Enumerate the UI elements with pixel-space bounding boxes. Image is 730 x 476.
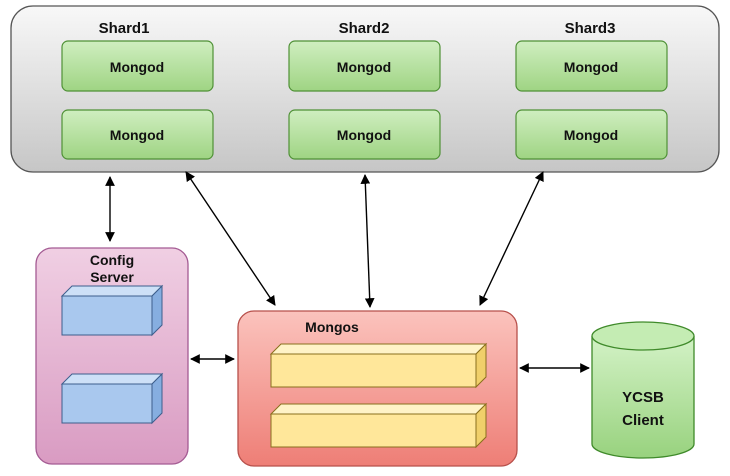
shard-2-label: Shard2 [339, 20, 390, 37]
mongos-router: Mongos [237, 310, 518, 467]
config-data-block [60, 284, 164, 337]
mongod-node: Mongod [61, 40, 214, 92]
mongod-node: Mongod [61, 109, 214, 160]
mongod-label: Mongod [564, 59, 618, 75]
mongos-to-shard3-arrow [479, 171, 544, 306]
mongos-to-shard2-arrow [360, 174, 375, 308]
ycsb-client-database-icon: YCSB Client [591, 321, 695, 459]
mongod-node: Mongod [515, 40, 668, 92]
shard-3-label: Shard3 [565, 20, 616, 37]
mongod-node: Mongod [288, 109, 441, 160]
ycsb-client-label-line1: YCSB [622, 389, 664, 406]
mongos-data-block [269, 342, 488, 389]
mongod-label: Mongod [110, 59, 164, 75]
connectors [105, 171, 590, 373]
mongod-label: Mongod [337, 127, 391, 143]
config-server: Config Server [35, 247, 189, 465]
mongod-node: Mongod [515, 109, 668, 160]
config-server-label-line2: Server [90, 269, 134, 285]
mongod-label: Mongod [337, 59, 391, 75]
ycsb-client-label-line2: Client [622, 412, 664, 429]
mongod-label: Mongod [564, 127, 618, 143]
shard-2: Shard2 Mongod Mongod [288, 20, 441, 160]
shard-1: Shard1 Mongod Mongod [61, 20, 214, 160]
mongos-data-block [269, 402, 488, 449]
mongod-label: Mongod [110, 127, 164, 143]
mongos-label: Mongos [305, 319, 359, 335]
config-server-label-line1: Config [90, 252, 134, 268]
mongod-node: Mongod [288, 40, 441, 92]
shard-1-label: Shard1 [99, 20, 150, 37]
config-data-block [60, 372, 164, 425]
mongos-to-shard1-arrow [185, 171, 276, 306]
shard-3: Shard3 Mongod Mongod [515, 20, 668, 160]
